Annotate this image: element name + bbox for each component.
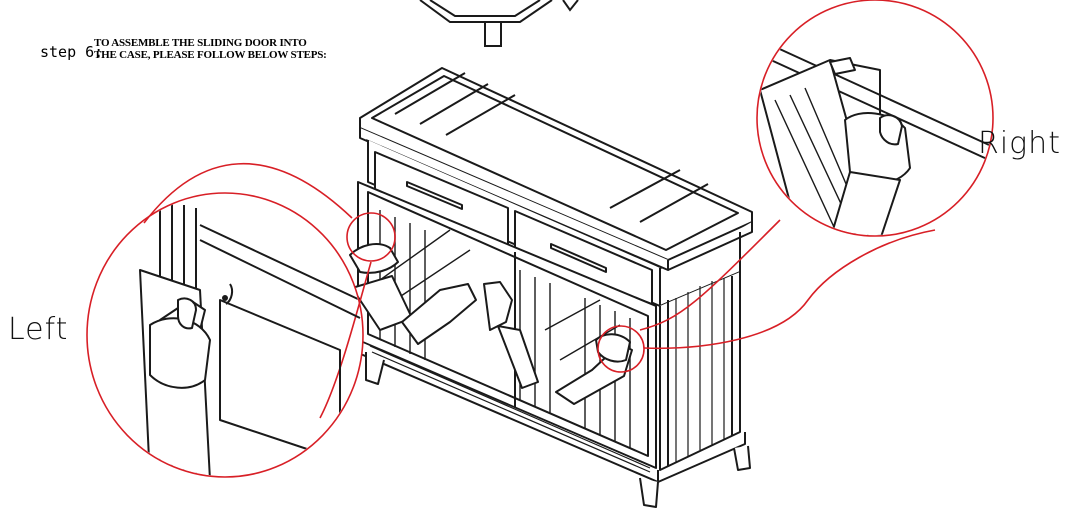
previous-step-fragment — [419, 0, 579, 47]
instruction-line-1: TO ASSEMBLE THE SLIDING DOOR INTO — [94, 37, 307, 49]
step-instruction: TO ASSEMBLE THE SLIDING DOOR INTO THE CA… — [94, 37, 414, 61]
left-zoom-detail — [139, 200, 361, 476]
left-detail-ring — [346, 212, 396, 262]
left-connector — [143, 162, 353, 224]
left-zoom-circle — [86, 192, 364, 478]
left-callout-label: Left — [8, 312, 69, 347]
step-number: step 6: — [40, 43, 104, 61]
right-connector-upper — [639, 219, 781, 331]
right-connector — [643, 229, 936, 350]
cabinet-illustration — [355, 67, 753, 508]
right-callout-label: Right — [978, 126, 1061, 161]
instruction-line-2: THE CASE, PLEASE FOLLOW BELOW STEPS: — [94, 49, 327, 61]
right-detail-ring — [597, 325, 645, 373]
hands-on-cabinet — [349, 243, 633, 405]
right-zoom-detail — [759, 39, 992, 235]
left-connector-lower — [319, 261, 372, 419]
